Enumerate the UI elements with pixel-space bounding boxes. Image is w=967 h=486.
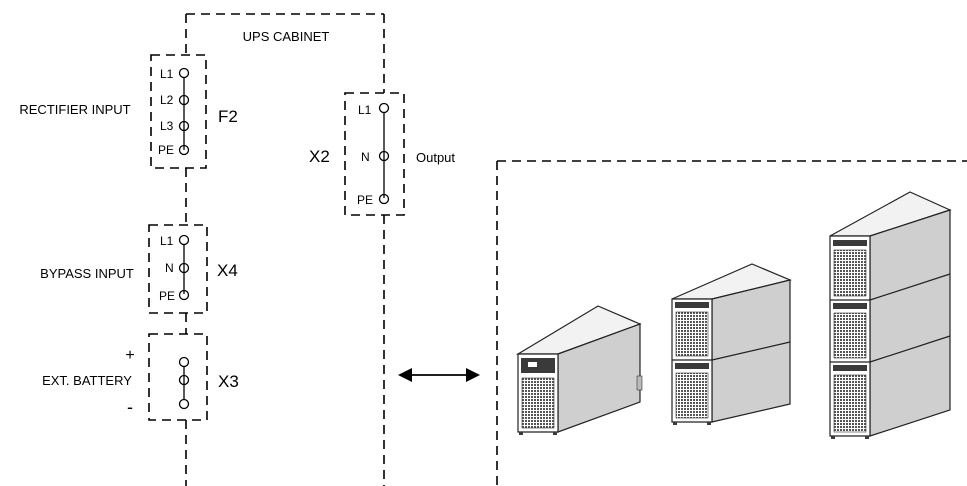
terminal-x2-l1 (378, 102, 390, 114)
terminal-x3-mid (178, 374, 190, 386)
terminal-x4-l1 (178, 234, 190, 246)
x2-terminal-label-pe: PE (357, 193, 373, 207)
terminal-x2-n (378, 150, 390, 162)
f2-terminal-label-l1: L1 (160, 67, 174, 81)
battery-minus-label: - (127, 397, 133, 417)
terminal-f2-l1 (178, 67, 190, 79)
f2-terminal-label-l3: L3 (160, 119, 174, 133)
ext-battery-label: EXT. BATTERY (42, 373, 132, 388)
f2-terminal-block: L1 L2 L3 PE (150, 54, 207, 169)
x4-label: X4 (217, 261, 238, 280)
x4-terminal-block: L1 N PE (148, 224, 208, 314)
cabinet-label: UPS CABINET (243, 29, 330, 44)
f2-terminal-label-pe: PE (158, 143, 174, 157)
x2-terminal-label-n: N (361, 150, 370, 164)
x2-label: X2 (309, 147, 330, 166)
terminal-x4-n (178, 262, 190, 274)
x4-terminal-label-l1: L1 (160, 234, 174, 248)
double-arrow-icon (398, 368, 480, 382)
ups-cabinet-outline (185, 13, 385, 93)
terminal-x4-pe (178, 289, 190, 301)
terminal-x3-minus (178, 398, 190, 410)
ups-family-frame (496, 160, 967, 486)
ups-unit-double (671, 263, 792, 425)
bypass-input-label: BYPASS INPUT (40, 266, 134, 281)
battery-plus-label: + (125, 347, 134, 364)
terminal-f2-pe (178, 144, 190, 156)
x4-terminal-label-n: N (165, 261, 174, 275)
ups-unit-triple (829, 191, 952, 439)
x3-terminal-block (148, 333, 208, 421)
f2-terminal-label-l2: L2 (160, 93, 174, 107)
x2-terminal-block: L1 N PE (344, 92, 405, 216)
ups-unit-single (515, 305, 643, 435)
x2-terminal-label-l1: L1 (358, 103, 372, 117)
x4-terminal-label-pe: PE (159, 289, 175, 303)
terminal-x3-plus (178, 356, 190, 368)
x3-label: X3 (218, 372, 239, 391)
wiring-lines (185, 168, 385, 486)
terminal-f2-l3 (178, 120, 190, 132)
f2-label: F2 (218, 107, 238, 126)
rectifier-input-label: RECTIFIER INPUT (19, 102, 130, 117)
terminal-f2-l2 (178, 94, 190, 106)
terminal-x2-pe (378, 193, 390, 205)
output-label: Output (416, 150, 455, 165)
